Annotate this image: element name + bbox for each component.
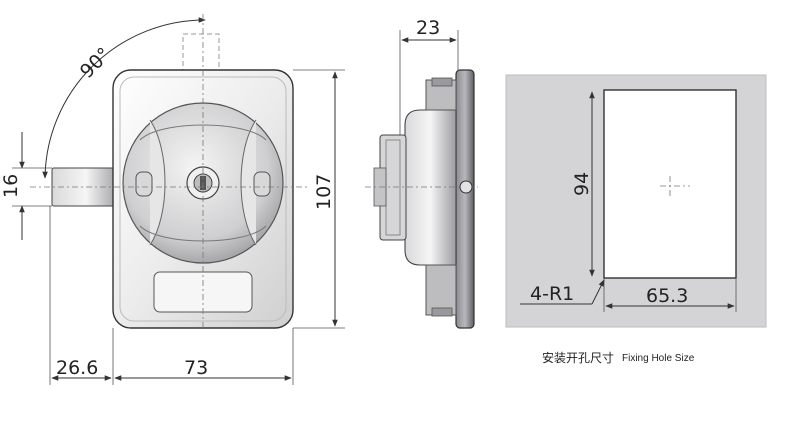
label-window xyxy=(153,271,253,313)
bolt-projection-label: 26.6 xyxy=(56,357,98,379)
caption-english: Fixing Hole Size xyxy=(622,353,695,364)
bolt-height-label: 16 xyxy=(0,174,22,198)
rotation-arc xyxy=(42,17,206,179)
fixing-hole-panel: 94 65.3 4-R1 xyxy=(505,74,767,328)
hole-height-label: 94 xyxy=(571,172,593,196)
caption: 安装开孔尺寸 Fixing Hole Size xyxy=(542,350,695,365)
angle-label: 90° xyxy=(76,43,115,82)
grip-right xyxy=(253,171,271,197)
flange-plate xyxy=(455,69,475,329)
front-view: 90° 16 107 xyxy=(0,14,345,385)
bolt-alt-position xyxy=(182,33,220,75)
side-view: 23 xyxy=(365,17,478,329)
cutout-hole xyxy=(603,89,737,279)
hole-width-label: 65.3 xyxy=(646,285,688,307)
caption-chinese: 安装开孔尺寸 xyxy=(542,350,614,365)
depth-label: 23 xyxy=(416,17,440,39)
body-height-label: 107 xyxy=(313,174,335,210)
body-width-label: 73 xyxy=(184,357,208,379)
corner-radius-label: 4-R1 xyxy=(530,283,574,305)
side-housing xyxy=(404,109,457,266)
grip-left xyxy=(135,171,153,197)
